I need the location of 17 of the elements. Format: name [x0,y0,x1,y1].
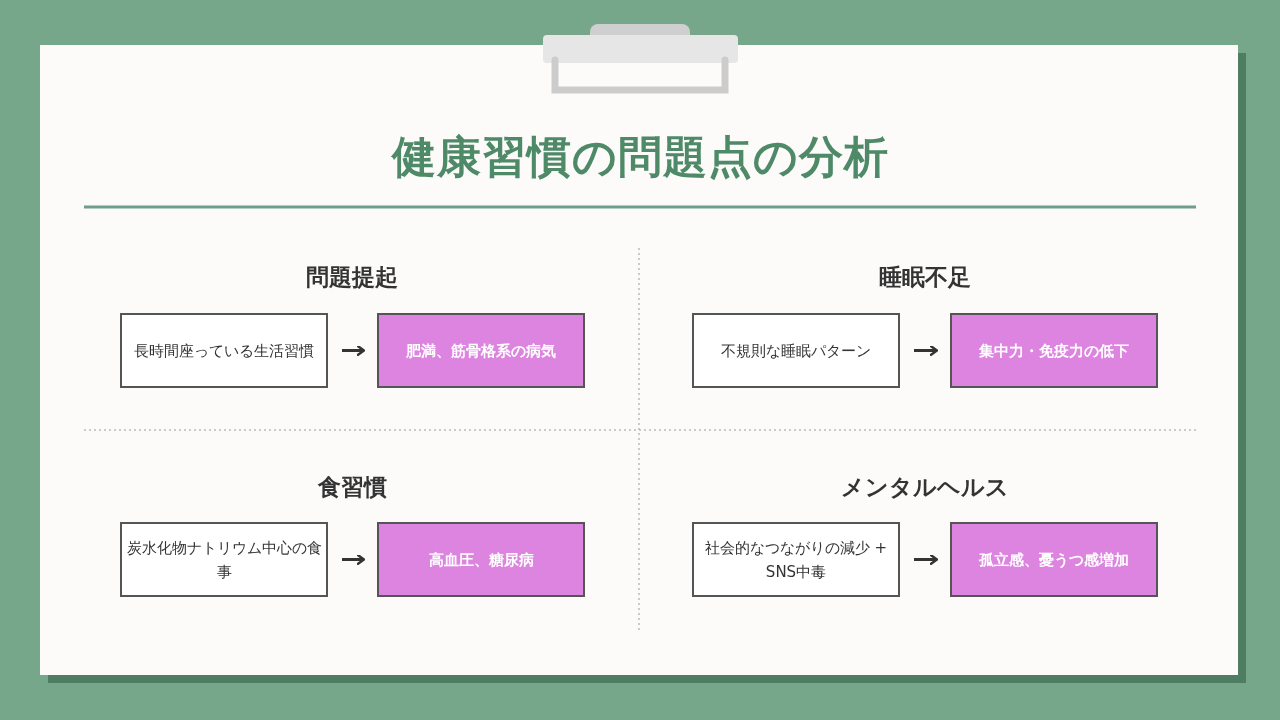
arrow [342,553,366,566]
cause-box: 不規則な睡眠パターン [692,313,900,388]
arrow [914,553,939,566]
result-box: 肥満、筋骨格系の病気 [377,313,585,388]
arrow [342,344,366,357]
section-heading: 問題提起 [305,263,399,292]
result-box: 孤立感、憂うつ感増加 [950,522,1158,597]
result-box: 高血圧、糖尿病 [377,522,585,597]
section-heading: メンタルヘルス [840,473,1010,502]
cause-box: 炭水化物ナトリウム中心の食事 [120,522,328,597]
section-heading: 食習慣 [316,473,388,502]
result-box: 集中力・免疫力の低下 [950,313,1158,388]
arrow [914,344,939,357]
cause-box: 社会的なつながりの減少 + SNS中毒 [692,522,900,597]
cause-box: 長時間座っている生活習慣 [120,313,328,388]
section-heading: 睡眠不足 [878,263,972,292]
title: 健康習慣の問題点の分析 [390,130,890,184]
